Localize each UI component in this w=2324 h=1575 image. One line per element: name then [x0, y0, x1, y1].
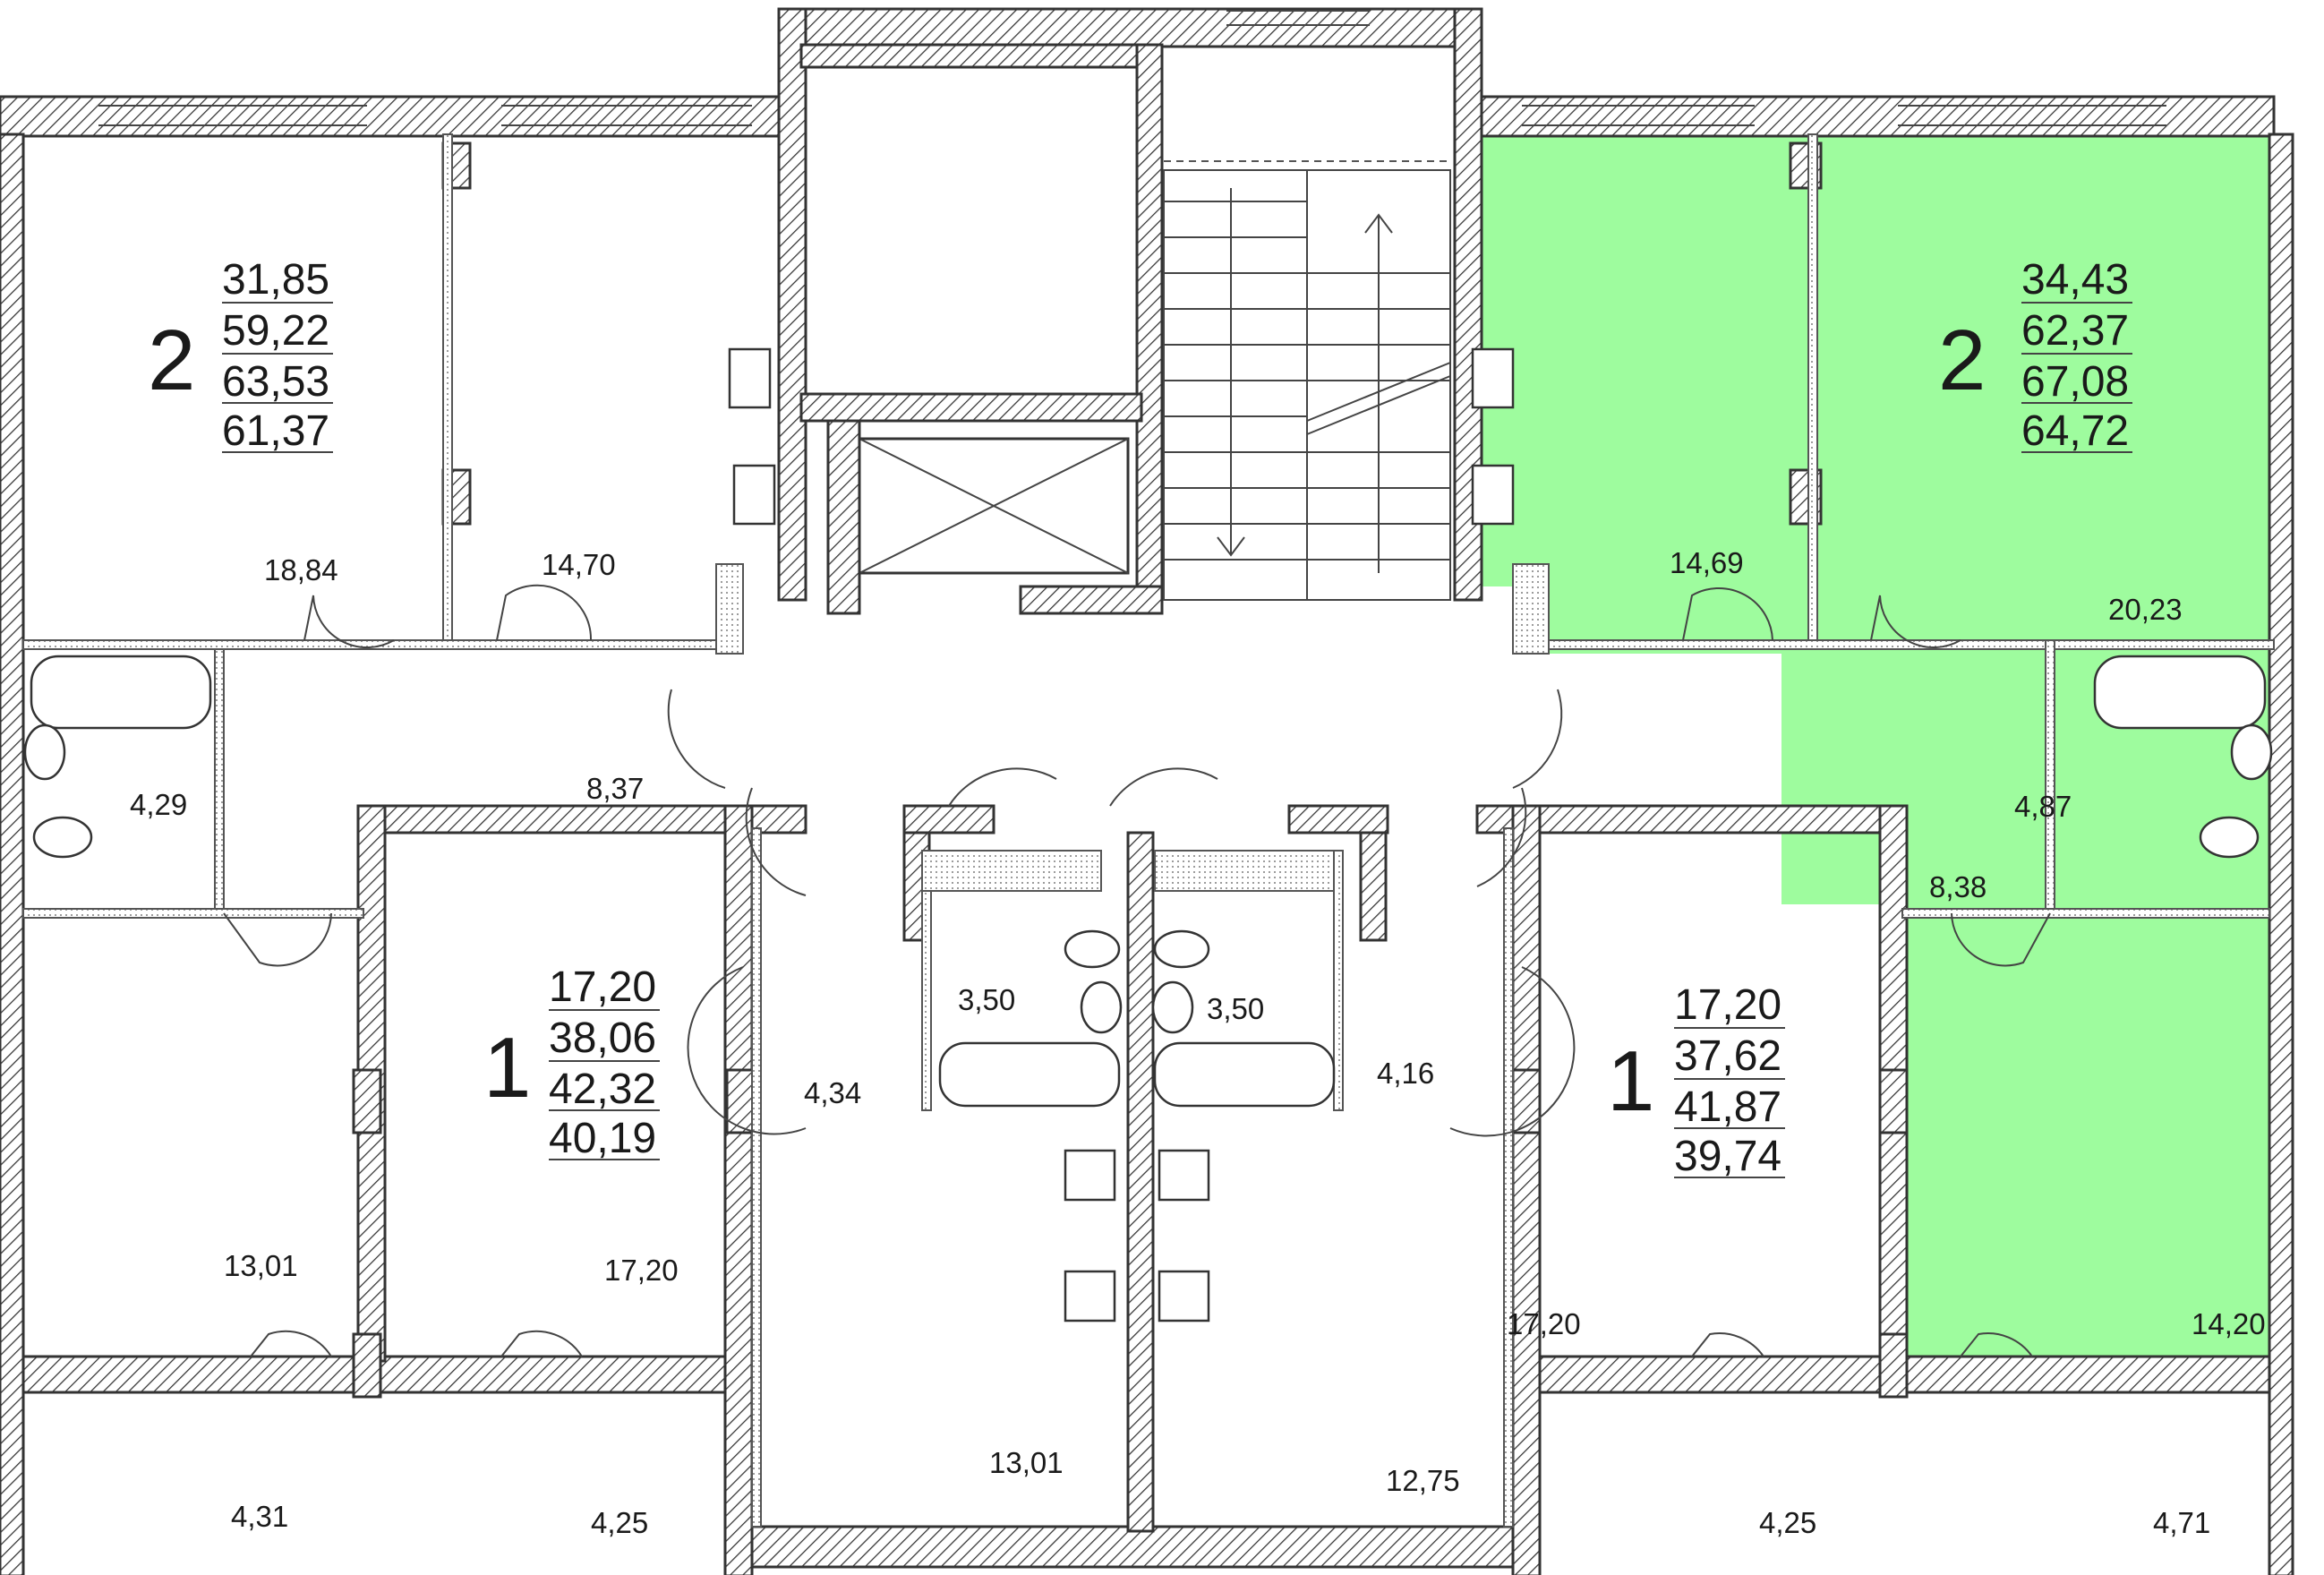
apt-bottom-right-label: 1 17,20 37,62 41,87 39,74: [1607, 981, 1785, 1180]
room-area: 4,71: [2153, 1506, 2210, 1539]
apt-area-reduced: 39,74: [1674, 1133, 1781, 1180]
apt-top-left-label: 2 31,85 59,22 63,53 61,37: [148, 256, 333, 455]
room-area: 13,01: [224, 1249, 298, 1282]
room-area: 4,25: [1759, 1506, 1816, 1539]
apt-area-with-balcony: 41,87: [1674, 1083, 1781, 1131]
room-area: 18,84: [264, 553, 338, 586]
apt-area-with-balcony: 42,32: [549, 1066, 656, 1113]
apt-area-living: 34,43: [2021, 256, 2129, 304]
apt-area-total: 62,37: [2021, 307, 2129, 355]
room-area: 8,38: [1929, 870, 1987, 903]
apt-bottom-left-label: 1 17,20 38,06 42,32 40,19: [483, 963, 660, 1162]
outer-walls: [0, 7, 2294, 1575]
apt-area-reduced: 40,19: [549, 1115, 656, 1162]
apt-area-total: 59,22: [222, 307, 329, 355]
apt-area-reduced: 61,37: [222, 407, 329, 455]
fixtures: [23, 347, 2273, 1322]
elevator-shaft: [799, 43, 1164, 615]
room-area: 14,20: [2192, 1307, 2266, 1340]
room-area: 4,29: [130, 788, 187, 821]
room-area-labels: 18,84 14,70 14,69 20,23 4,29 8,37 4,87 8…: [130, 546, 2266, 1539]
room-area: 4,87: [2014, 790, 2072, 823]
room-area: 4,25: [591, 1506, 648, 1539]
partitions: [22, 133, 2275, 1528]
interior-walls: [352, 141, 1909, 1575]
room-area: 3,50: [1207, 992, 1264, 1025]
apt-top-right-label: 2 34,43 62,37 67,08 64,72: [1938, 256, 2132, 455]
apt-area-total: 38,06: [549, 1014, 656, 1062]
room-area: 13,01: [989, 1446, 1064, 1479]
apt-area-with-balcony: 67,08: [2021, 358, 2129, 406]
apt-rooms-count: 1: [483, 1020, 531, 1116]
windows-top: [98, 10, 2166, 126]
room-area: 8,37: [586, 772, 644, 805]
apt-area-living: 31,85: [222, 256, 329, 304]
apt-area-total: 37,62: [1674, 1032, 1781, 1080]
apt-area-with-balcony: 63,53: [222, 358, 329, 406]
room-area: 20,23: [2108, 593, 2183, 626]
room-area: 4,34: [804, 1076, 861, 1109]
apt-rooms-count: 2: [148, 312, 195, 408]
room-area: 14,70: [542, 548, 616, 581]
highlighted-apartment-area: [1468, 134, 2274, 1357]
room-area: 17,20: [1507, 1307, 1581, 1340]
room-area: 14,69: [1670, 546, 1744, 579]
apt-area-living: 17,20: [1674, 981, 1781, 1029]
room-area: 3,50: [958, 983, 1015, 1016]
apt-rooms-count: 2: [1938, 312, 1986, 408]
room-area: 4,16: [1377, 1057, 1434, 1090]
room-area: 17,20: [604, 1254, 679, 1287]
room-area: 4,31: [231, 1500, 288, 1533]
room-area: 12,75: [1386, 1464, 1460, 1497]
apt-area-living: 17,20: [549, 963, 656, 1011]
doors: [223, 584, 2051, 1357]
apt-rooms-count: 1: [1607, 1033, 1654, 1129]
staircase: [1163, 160, 1451, 601]
apt-area-reduced: 64,72: [2021, 407, 2129, 455]
